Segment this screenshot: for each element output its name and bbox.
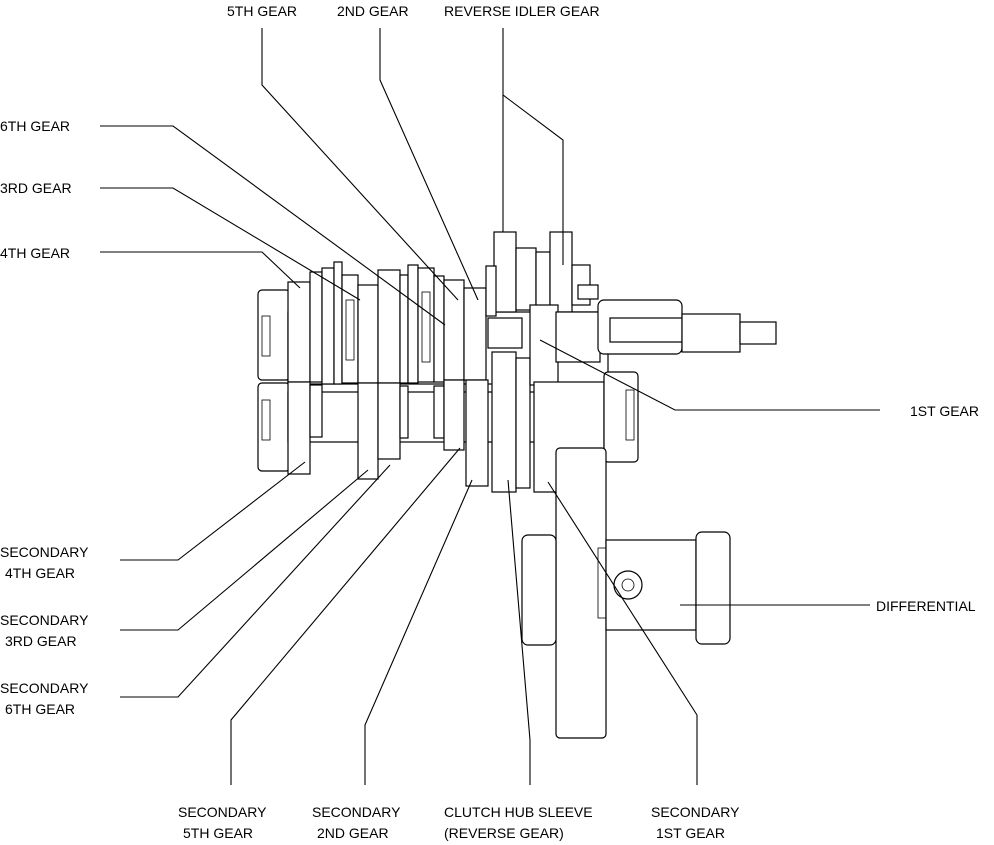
input-shaft-spline	[681, 313, 741, 353]
leader-3rd-gear	[100, 187, 361, 301]
label-secondary-3rd: SECONDARY 3RD GEAR	[0, 612, 92, 649]
leader-secondary-4th	[120, 461, 306, 561]
leader-4th-gear	[100, 251, 301, 289]
fourth-gear-body	[287, 281, 311, 383]
label-3rd-gear: 3RD GEAR	[0, 180, 72, 196]
leader-6th-gear	[100, 125, 446, 326]
leader-secondary-3rd	[120, 469, 369, 631]
label-5th-gear: 5TH GEAR	[227, 3, 297, 19]
leader-clutch-hub	[507, 479, 531, 785]
gear-assembly-drawing	[257, 231, 777, 739]
leader-secondary-5th	[230, 447, 461, 785]
second-gear-body	[463, 287, 487, 381]
leader-1st-gear	[539, 339, 880, 411]
label-secondary-6th: SECONDARY 6TH GEAR	[0, 680, 92, 717]
first-gear-body	[529, 304, 559, 386]
ring-gear	[555, 447, 607, 739]
sixth-gear-body	[377, 269, 401, 384]
label-differential: DIFFERENTIAL	[876, 598, 976, 614]
left-bearing-lower	[257, 382, 291, 472]
labels: 5TH GEAR 2ND GEAR REVERSE IDLER GEAR 6TH…	[0, 3, 979, 841]
leader-secondary-2nd	[364, 479, 473, 785]
leader-secondary-1st	[547, 481, 698, 785]
label-secondary-5th: SECONDARY 5TH GEAR	[178, 804, 270, 841]
leader-secondary-6th	[120, 464, 391, 698]
label-4th-gear: 4TH GEAR	[0, 245, 70, 261]
leader-5th-gear	[261, 28, 459, 301]
label-secondary-4th: SECONDARY 4TH GEAR	[0, 544, 92, 581]
label-6th-gear: 6TH GEAR	[0, 118, 70, 134]
clutch-hub-sleeve-body	[491, 351, 517, 493]
leader-2nd-gear	[379, 28, 479, 301]
reverse-idler-gear-body	[493, 231, 517, 313]
label-1st-gear: 1ST GEAR	[910, 403, 979, 419]
label-clutch-hub-sleeve: CLUTCH HUB SLEEVE (REVERSE GEAR)	[444, 804, 596, 841]
leader-lines	[100, 28, 880, 785]
label-2nd-gear: 2ND GEAR	[337, 3, 409, 19]
label-secondary-1st: SECONDARY 1ST GEAR	[651, 804, 743, 841]
left-bearing-upper	[257, 289, 291, 381]
leader-reverse-idler	[502, 28, 564, 265]
label-reverse-idler-gear: REVERSE IDLER GEAR	[444, 3, 600, 19]
label-secondary-2nd: SECONDARY 2ND GEAR	[312, 804, 404, 841]
third-gear-body	[357, 284, 379, 384]
